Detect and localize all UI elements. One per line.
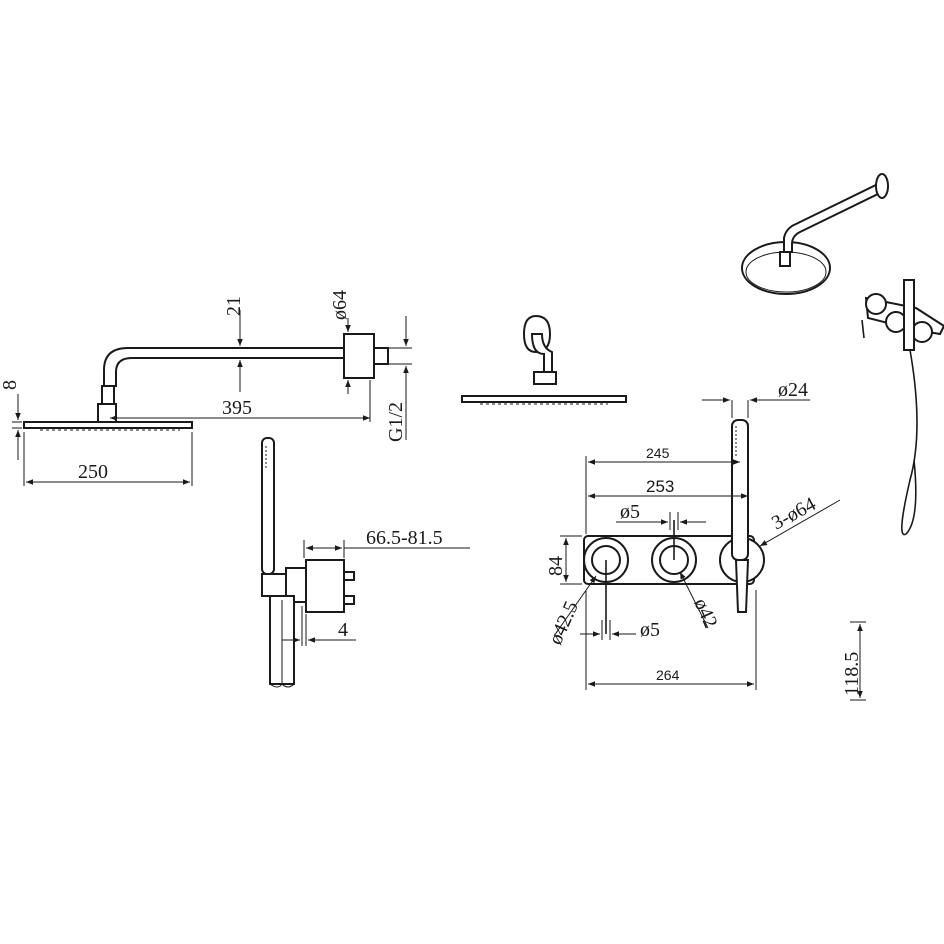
dim-handle-left: ø42.5 bbox=[544, 598, 582, 648]
dim-plate-264: 264 bbox=[656, 667, 680, 683]
dim-wall-flange: ø64 bbox=[329, 290, 351, 320]
perspective-view bbox=[741, 173, 944, 536]
dim-bracket-offset: 4 bbox=[338, 619, 348, 641]
front-head-plate bbox=[461, 395, 627, 403]
hand-shower-wand bbox=[261, 437, 275, 575]
dim-depth-118: 118.5 bbox=[841, 652, 863, 696]
plate-hand-grip bbox=[734, 559, 750, 613]
dim-hand-shower-depth: 66.5-81.5 bbox=[366, 527, 443, 549]
mixer-plate-front-view: ø24 245 253 ø5 3-ø64 84 ø42.5 ø5 ø4 bbox=[544, 379, 841, 690]
outlet-screw-top bbox=[343, 571, 355, 581]
dim-rosettes: 3-ø64 bbox=[768, 493, 820, 534]
perspective-hose bbox=[901, 349, 918, 536]
thread-stub bbox=[373, 347, 389, 365]
wall-flange bbox=[343, 333, 375, 379]
dim-overhead-drop: 8 bbox=[0, 380, 21, 390]
perspective-valve-left bbox=[865, 293, 887, 315]
perspective-arm bbox=[783, 182, 884, 253]
dim-wand-diameter: ø24 bbox=[778, 379, 808, 401]
depth-dimension: 118.5 bbox=[841, 621, 866, 701]
shower-arm bbox=[103, 347, 345, 387]
perspective-flange bbox=[875, 173, 889, 199]
dim-plate-height: 84 bbox=[545, 556, 567, 576]
connector-nut bbox=[101, 385, 115, 405]
perspective-connector bbox=[779, 251, 791, 267]
dim-arm-tube: 21 bbox=[223, 296, 245, 316]
wand-holder bbox=[261, 573, 287, 597]
plate-hand-shower bbox=[731, 419, 749, 561]
wall-outlet bbox=[305, 559, 345, 613]
dim-spindle-top: ø5 bbox=[620, 501, 640, 523]
dim-shower-head-width: 250 bbox=[78, 461, 108, 483]
dim-arm-length: 395 bbox=[222, 397, 252, 419]
shower-head-front-view bbox=[461, 314, 627, 405]
dim-spindle-bottom: ø5 bbox=[640, 619, 660, 641]
dim-thread: G1/2 bbox=[385, 402, 407, 442]
overhead-shower-side-view: 8 250 395 21 ø64 G1/2 bbox=[0, 290, 412, 486]
outlet-screw-bottom bbox=[343, 595, 355, 605]
front-connector bbox=[533, 371, 557, 385]
ball-joint bbox=[97, 403, 117, 423]
perspective-hand-shower bbox=[903, 279, 915, 351]
dim-plate-253: 253 bbox=[646, 477, 674, 496]
hand-shower-side-view: 66.5-81.5 4 bbox=[261, 437, 470, 688]
dim-plate-245: 245 bbox=[646, 445, 670, 461]
